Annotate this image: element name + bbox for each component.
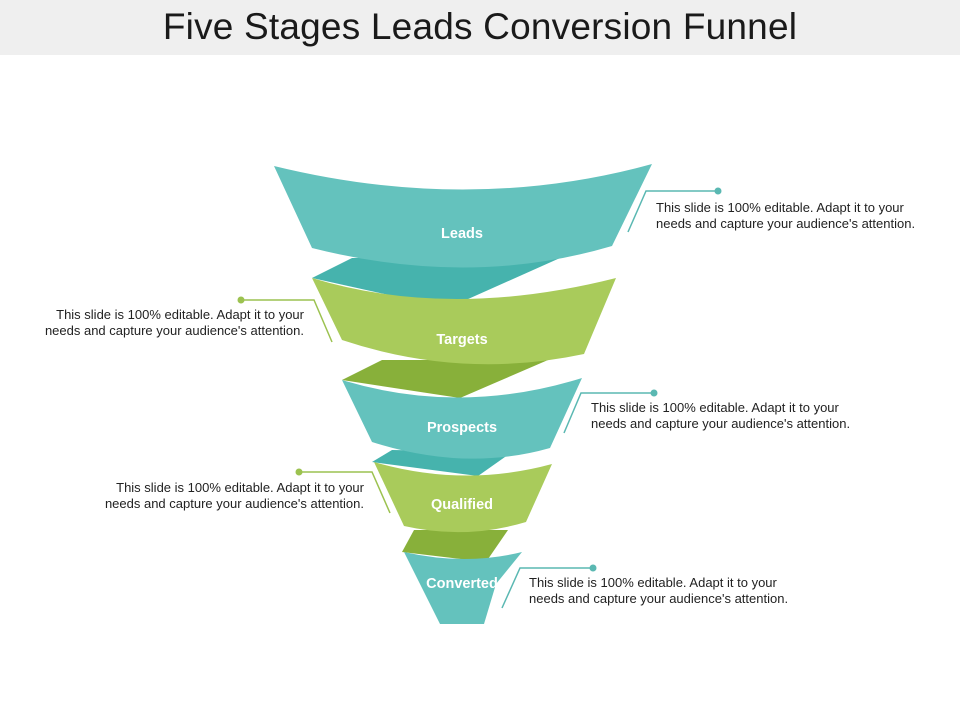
connector-dot-icon: [650, 389, 658, 397]
funnel-inner-band-1: [312, 258, 560, 308]
note-converted: This slide is 100% editable. Adapt it to…: [529, 575, 788, 607]
note-leads: This slide is 100% editable. Adapt it to…: [656, 200, 915, 232]
connector-qualified: [295, 468, 391, 514]
connector-converted: [501, 564, 597, 609]
note-line: needs and capture your audience's attent…: [591, 416, 851, 431]
connector-dot-icon: [714, 187, 722, 195]
stage-label-converted: Converted: [426, 576, 498, 592]
connector-dot-icon: [237, 296, 245, 304]
note-line: This slide is 100% editable. Adapt it to…: [56, 307, 304, 322]
title-bar: [0, 0, 960, 55]
funnel-inner-band-2: [342, 360, 548, 398]
funnel-inner-band-4: [402, 530, 508, 562]
note-line: needs and capture your audience's attent…: [656, 216, 916, 231]
note-line: needs and capture your audience's attent…: [529, 591, 789, 606]
funnel-stage-prospects[interactable]: [342, 378, 582, 459]
page-title: Five Stages Leads Conversion Funnel: [162, 6, 798, 47]
funnel-stage-leads[interactable]: [274, 164, 652, 268]
connector-leads: [627, 187, 722, 233]
note-line: This slide is 100% editable. Adapt it to…: [529, 575, 777, 590]
connector-dot-icon: [589, 564, 597, 572]
note-line: This slide is 100% editable. Adapt it to…: [591, 400, 839, 415]
note-prospects: This slide is 100% editable. Adapt it to…: [591, 400, 850, 432]
funnel-stage-converted[interactable]: [404, 552, 522, 624]
note-targets: This slide is 100% editable. Adapt it to…: [45, 307, 304, 339]
funnel-stage-targets[interactable]: [312, 278, 616, 365]
note-line: needs and capture your audience's attent…: [104, 496, 364, 511]
note-line: needs and capture your audience's attent…: [44, 323, 304, 338]
connector-prospects: [563, 389, 658, 434]
stage-label-leads: Leads: [441, 226, 483, 242]
stage-label-targets: Targets: [436, 332, 487, 348]
connector-dot-icon: [295, 468, 303, 476]
note-line: This slide is 100% editable. Adapt it to…: [116, 480, 364, 495]
note-qualified: This slide is 100% editable. Adapt it to…: [105, 480, 364, 512]
funnel-stage-qualified[interactable]: [374, 462, 552, 533]
stage-label-qualified: Qualified: [431, 497, 493, 513]
stage-label-prospects: Prospects: [427, 420, 497, 436]
connector-targets: [237, 296, 333, 343]
note-line: This slide is 100% editable. Adapt it to…: [656, 200, 904, 215]
